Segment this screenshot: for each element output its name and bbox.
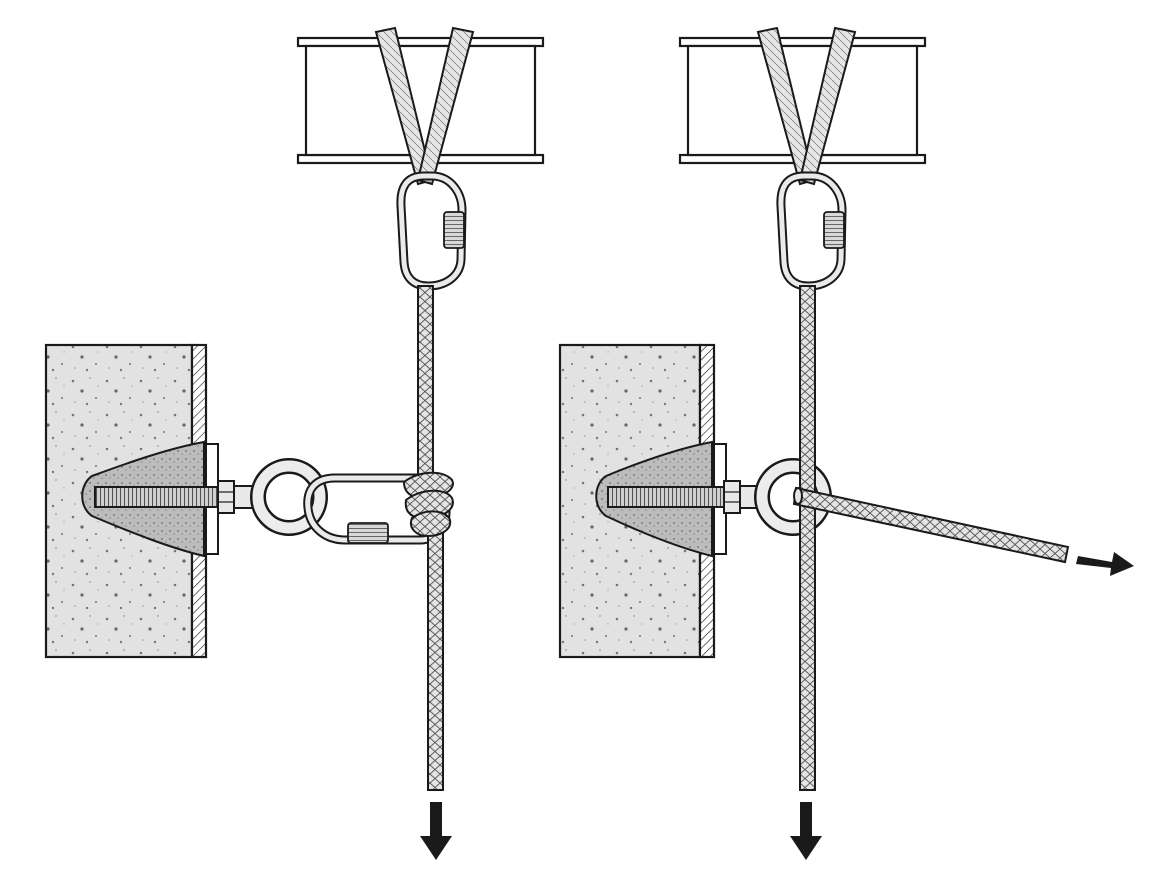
hex-nut [217, 480, 235, 514]
panel-left [44, 26, 545, 860]
threaded-rod [94, 486, 231, 508]
hex-nut [723, 480, 741, 514]
sling-icon [374, 26, 475, 186]
eye-bolt-icon [233, 458, 328, 536]
arrow-down-icon [420, 802, 452, 860]
arrow-down-icon [790, 802, 822, 860]
rope-icon [792, 285, 1070, 791]
knot [402, 471, 454, 538]
threaded-rod [607, 486, 739, 508]
rope-icon [417, 285, 444, 791]
panel-right [558, 26, 1134, 860]
screwgate-carabiner-icon [396, 171, 467, 291]
arrow-right-icon [1076, 552, 1134, 576]
screwgate-carabiner-icon [776, 171, 847, 291]
